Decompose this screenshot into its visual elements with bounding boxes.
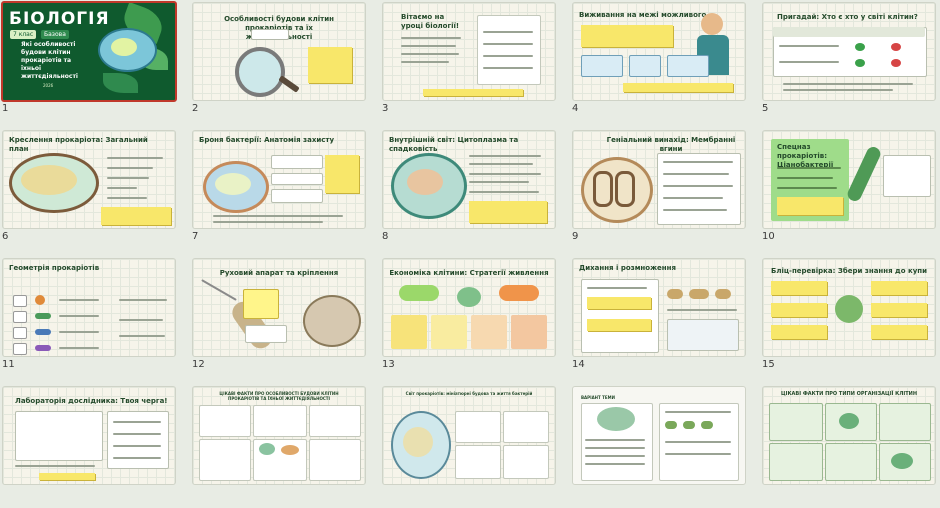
slide-thumbnail-4[interactable]: Виживання на межі можливого 4 xyxy=(570,0,760,124)
slide-number: 7 xyxy=(192,231,199,242)
slide-3-title: Вітаємо на уроці біології! xyxy=(401,13,460,30)
slide-thumbnail-20[interactable]: ЦІКАВІ ФАКТИ ПРО ТИПИ ОРГАНІЗАЦІЇ КЛІТИН xyxy=(760,384,940,508)
slide-thumbnail-9[interactable]: Геніальний винахід: Мембранні вгини 9 xyxy=(570,128,760,252)
slide-11-title: Геометрія прокаріотів xyxy=(9,264,100,272)
slide-preview: Креслення прокаріота: Загальний план xyxy=(2,130,176,229)
slide-1-badge-level: Базова xyxy=(41,30,69,39)
slide-preview: Лабораторія дослідника: Твоя черга! xyxy=(2,386,176,485)
slide-preview: Вітаємо на уроці біології! xyxy=(382,2,556,101)
slide-9-title: Геніальний винахід: Мембранні вгини xyxy=(606,136,736,153)
slide-thumbnail-15[interactable]: Бліц-перевірка: Збери знання до купи 15 xyxy=(760,256,940,380)
slide-number: 9 xyxy=(572,231,579,242)
slide-thumbnail-18[interactable]: Світ прокаріотів: мініатюрні будова та ж… xyxy=(380,384,570,508)
slide-preview: БІОЛОГІЯ 7 клас Базова Які особливості б… xyxy=(1,1,177,102)
slide-12-title: Руховий апарат та кріплення xyxy=(219,269,339,277)
slide-thumbnail-12[interactable]: Руховий апарат та кріплення 12 xyxy=(190,256,380,380)
slide-thumbnail-1[interactable]: БІОЛОГІЯ 7 клас Базова Які особливості б… xyxy=(0,0,190,124)
slide-preview: Руховий апарат та кріплення xyxy=(192,258,366,357)
slide-preview: Бліц-перевірка: Збери знання до купи xyxy=(762,258,936,357)
slide-number: 10 xyxy=(762,231,775,242)
slide-1-badge: 7 клас xyxy=(10,30,37,39)
slide-1-subtitle: Які особливості будови клітин прокаріоті… xyxy=(21,41,78,80)
slide-10-title: Спецназ прокаріотів: Ціанобактерії xyxy=(777,143,834,169)
slide-19-title: ВАРІАНТ ТЕМИ xyxy=(581,395,615,400)
slide-number: 13 xyxy=(382,359,395,370)
slide-14-title: Дихання і розмноження xyxy=(579,264,676,272)
slide-thumbnail-19[interactable]: ВАРІАНТ ТЕМИ xyxy=(570,384,760,508)
slide-thumbnail-11[interactable]: Геометрія прокаріотів 11 xyxy=(0,256,190,380)
slide-thumbnail-3[interactable]: Вітаємо на уроці біології! 3 xyxy=(380,0,570,124)
slide-thumbnail-13[interactable]: Економіка клітини: Стратегії живлення 13 xyxy=(380,256,570,380)
slide-1-year: 2026 xyxy=(43,83,54,88)
slide-number: 1 xyxy=(2,103,9,114)
slide-sorter-grid: БІОЛОГІЯ 7 клас Базова Які особливості б… xyxy=(0,0,940,485)
slide-thumbnail-8[interactable]: Внутрішній світ: Цитоплазма та спадковіс… xyxy=(380,128,570,252)
slide-number: 11 xyxy=(2,359,15,370)
slide-number: 8 xyxy=(382,231,389,242)
slide-5-title: Пригадай: Хто є хто у світі клітин? xyxy=(777,13,918,21)
slide-preview: Геніальний винахід: Мембранні вгини xyxy=(572,130,746,229)
slide-thumbnail-17[interactable]: ЦІКАВІ ФАКТИ ПРО ОСОБЛИВОСТІ БУДОВИ КЛІТ… xyxy=(190,384,380,508)
slide-preview: Внутрішній світ: Цитоплазма та спадковіс… xyxy=(382,130,556,229)
slide-number: 12 xyxy=(192,359,205,370)
slide-thumbnail-7[interactable]: Броня бактерії: Анатомія захисту 7 xyxy=(190,128,380,252)
slide-18-title: Світ прокаріотів: мініатюрні будова та ж… xyxy=(405,391,533,396)
slide-16-title: Лабораторія дослідника: Твоя черга! xyxy=(15,397,168,405)
slide-preview: Виживання на межі можливого xyxy=(572,2,746,101)
slide-preview: ЦІКАВІ ФАКТИ ПРО ТИПИ ОРГАНІЗАЦІЇ КЛІТИН xyxy=(762,386,936,485)
slide-6-title: Креслення прокаріота: Загальний план xyxy=(9,136,148,153)
slide-4-title: Виживання на межі можливого xyxy=(579,11,707,19)
slide-13-title: Економіка клітини: Стратегії живлення xyxy=(389,269,549,277)
slide-preview: Пригадай: Хто є хто у світі клітин? xyxy=(762,2,936,101)
slide-17-title: ЦІКАВІ ФАКТИ ПРО ОСОБЛИВОСТІ БУДОВИ КЛІТ… xyxy=(219,391,339,401)
slide-thumbnail-10[interactable]: Спецназ прокаріотів: Ціанобактерії 10 xyxy=(760,128,940,252)
slide-preview: Особливості будови клітин прокаріотів та… xyxy=(192,2,366,101)
slide-thumbnail-2[interactable]: Особливості будови клітин прокаріотів та… xyxy=(190,0,380,124)
slide-number: 6 xyxy=(2,231,9,242)
slide-thumbnail-16[interactable]: Лабораторія дослідника: Твоя черга! xyxy=(0,384,190,508)
slide-15-title: Бліц-перевірка: Збери знання до купи xyxy=(771,267,927,275)
slide-thumbnail-5[interactable]: Пригадай: Хто є хто у світі клітин? 5 xyxy=(760,0,940,124)
slide-number: 15 xyxy=(762,359,775,370)
slide-number: 2 xyxy=(192,103,199,114)
slide-preview: Дихання і розмноження xyxy=(572,258,746,357)
slide-preview: Світ прокаріотів: мініатюрні будова та ж… xyxy=(382,386,556,485)
slide-1-title: БІОЛОГІЯ xyxy=(9,9,110,29)
slide-preview: ВАРІАНТ ТЕМИ xyxy=(572,386,746,485)
slide-preview: Броня бактерії: Анатомія захисту xyxy=(192,130,366,229)
slide-preview: Спецназ прокаріотів: Ціанобактерії xyxy=(762,130,936,229)
slide-8-title: Внутрішній світ: Цитоплазма та спадковіс… xyxy=(389,136,519,153)
slide-number: 3 xyxy=(382,103,389,114)
slide-number: 14 xyxy=(572,359,585,370)
slide-7-title: Броня бактерії: Анатомія захисту xyxy=(199,136,335,144)
slide-preview: ЦІКАВІ ФАКТИ ПРО ОСОБЛИВОСТІ БУДОВИ КЛІТ… xyxy=(192,386,366,485)
slide-number: 4 xyxy=(572,103,579,114)
slide-preview: Геометрія прокаріотів xyxy=(2,258,176,357)
slide-thumbnail-6[interactable]: Креслення прокаріота: Загальний план 6 xyxy=(0,128,190,252)
slide-thumbnail-14[interactable]: Дихання і розмноження 14 xyxy=(570,256,760,380)
slide-number: 5 xyxy=(762,103,769,114)
slide-20-title: ЦІКАВІ ФАКТИ ПРО ТИПИ ОРГАНІЗАЦІЇ КЛІТИН xyxy=(780,391,918,397)
slide-preview: Економіка клітини: Стратегії живлення xyxy=(382,258,556,357)
